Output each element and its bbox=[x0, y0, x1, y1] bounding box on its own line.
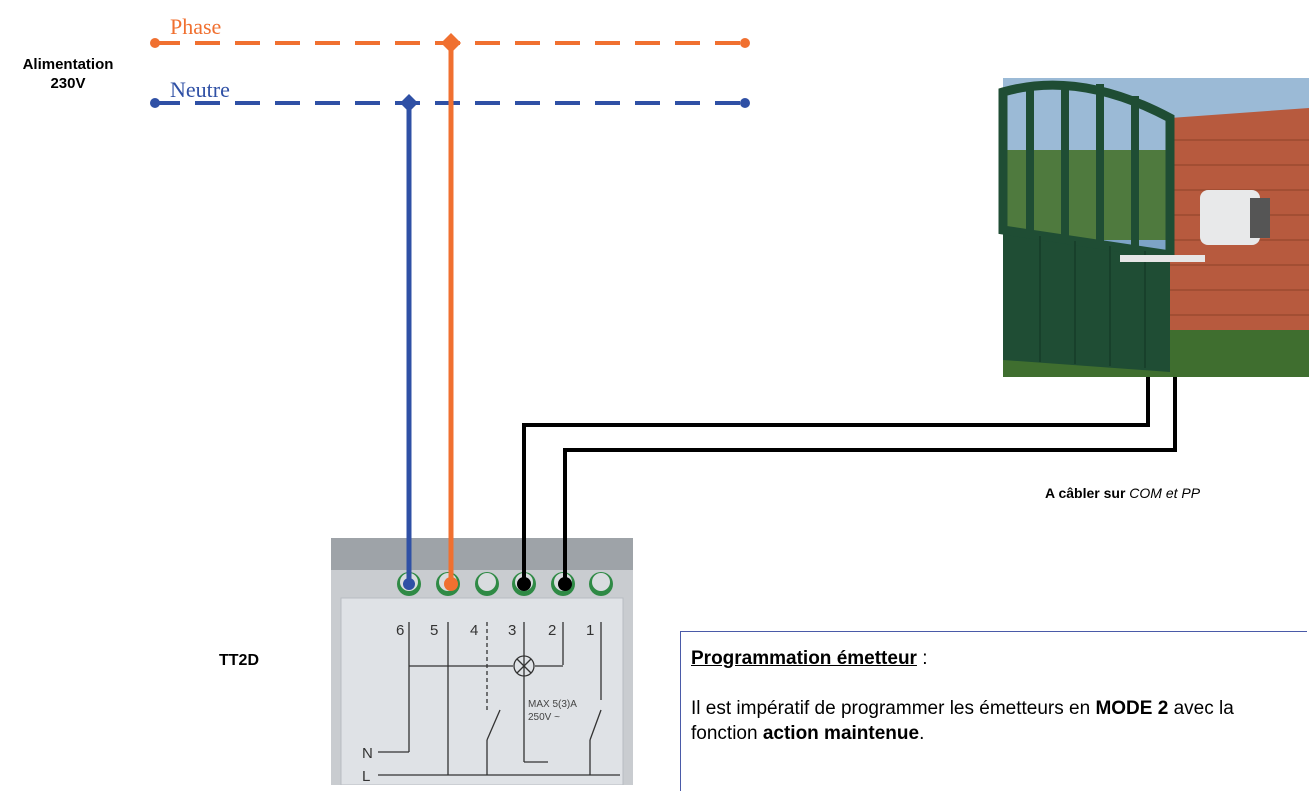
device-name-label: TT2D bbox=[219, 652, 259, 669]
supply-line-2: 230V bbox=[50, 75, 86, 92]
tt2d-module: 6 5 4 3 2 1 M bbox=[331, 538, 633, 785]
wiring-prefix: A câbler sur bbox=[1045, 485, 1126, 501]
side-label-l: L bbox=[362, 768, 370, 785]
wiring-terminals: COM et PP bbox=[1129, 485, 1201, 501]
terminal-3: 3 bbox=[508, 622, 516, 639]
supply-line-1: Alimentation bbox=[22, 56, 114, 73]
neutral-label: Neutre bbox=[170, 77, 230, 102]
phase-label: Phase bbox=[170, 14, 221, 39]
programming-note-box: Programmation émetteur : Il est impérati… bbox=[680, 631, 1307, 791]
rating-line-1: MAX 5(3)A bbox=[528, 699, 577, 710]
internal-schematic bbox=[378, 622, 620, 776]
signal-wire-pp bbox=[563, 377, 1177, 584]
rating-text: MAX 5(3)A 250V ~ bbox=[528, 699, 577, 723]
programming-note-colon: : bbox=[916, 648, 928, 669]
terminal-5: 5 bbox=[430, 622, 438, 639]
neutral-junction bbox=[400, 94, 418, 112]
note-text-end: . bbox=[919, 723, 925, 744]
note-mode: MODE 2 bbox=[1095, 698, 1169, 719]
rating-line-2: 250V ~ bbox=[528, 712, 560, 723]
phase-junction bbox=[441, 33, 461, 53]
terminal-6: 6 bbox=[396, 622, 404, 639]
note-text-middle: avec la fonction bbox=[691, 698, 1234, 744]
power-supply-label: Alimentation 230V bbox=[4, 55, 132, 93]
side-label-n: N bbox=[362, 745, 373, 762]
terminal-2: 2 bbox=[548, 622, 556, 639]
programming-note-title: Programmation émetteur bbox=[691, 648, 917, 669]
wiring-instruction: A câbler sur COM et PP bbox=[1045, 485, 1200, 501]
terminal-4: 4 bbox=[470, 622, 478, 639]
terminal-1: 1 bbox=[586, 622, 594, 639]
signal-wire-com bbox=[522, 377, 1150, 584]
note-text-before: Il est impératif de programmer les émett… bbox=[691, 698, 1096, 719]
side-labels: N L bbox=[362, 745, 373, 785]
note-function: action maintenue bbox=[762, 723, 920, 744]
gate-motor-photo bbox=[998, 78, 1309, 377]
programming-note-body: Il est impératif de programmer les émett… bbox=[691, 696, 1297, 746]
terminal-numbers: 6 5 4 3 2 1 bbox=[396, 622, 594, 639]
